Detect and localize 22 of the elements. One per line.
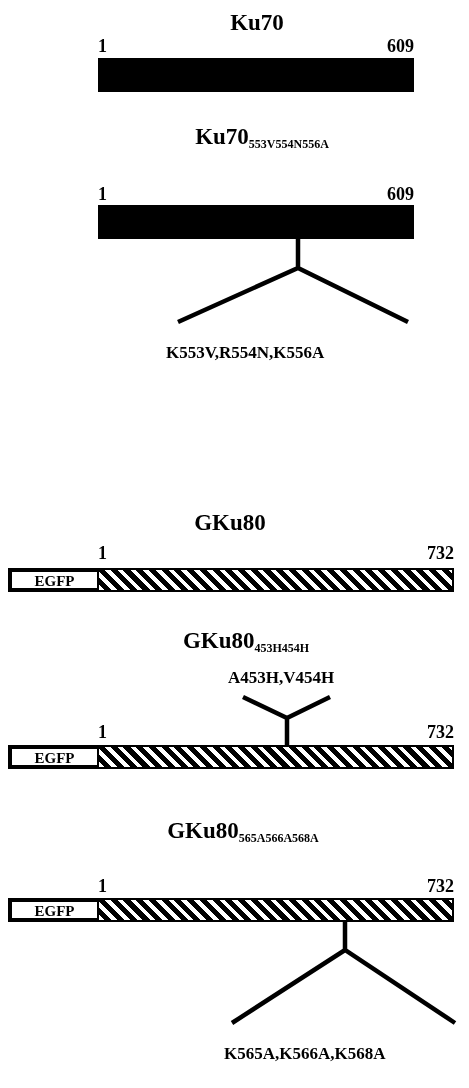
mutation-label: K565A,K566A,K568A — [224, 1044, 386, 1064]
residue-number: 1 — [98, 876, 107, 896]
residue-number: 1 — [98, 722, 107, 742]
construct-title: GKu80$_{453H454H}$ — [182, 628, 310, 657]
tag-domain: EGFP — [10, 570, 99, 590]
leader-line — [240, 694, 333, 748]
tag-domain: EGFP — [10, 900, 99, 920]
tag-domain: EGFP — [10, 747, 99, 767]
residue-number: 1 — [98, 184, 107, 204]
construct-title: GKu80$_{565A566A568A}$ — [167, 818, 319, 847]
residue-number: 1 — [98, 543, 107, 563]
residue-number: 609 — [387, 184, 414, 204]
construct-title: Ku70 — [230, 10, 284, 36]
residue-number: 1 — [98, 36, 107, 56]
mutation-label: A453H,V454H — [228, 668, 335, 688]
residue-number: 609 — [387, 36, 414, 56]
mutation-label: K553V,R554N,K556A — [166, 343, 325, 363]
residue-number: 732 — [427, 722, 454, 742]
construct-title: Ku70$_{553V554N556A}$ — [195, 124, 329, 153]
residue-number: 732 — [427, 543, 454, 563]
construct-title: GKu80 — [194, 510, 266, 536]
residue-number: 732 — [427, 876, 454, 896]
